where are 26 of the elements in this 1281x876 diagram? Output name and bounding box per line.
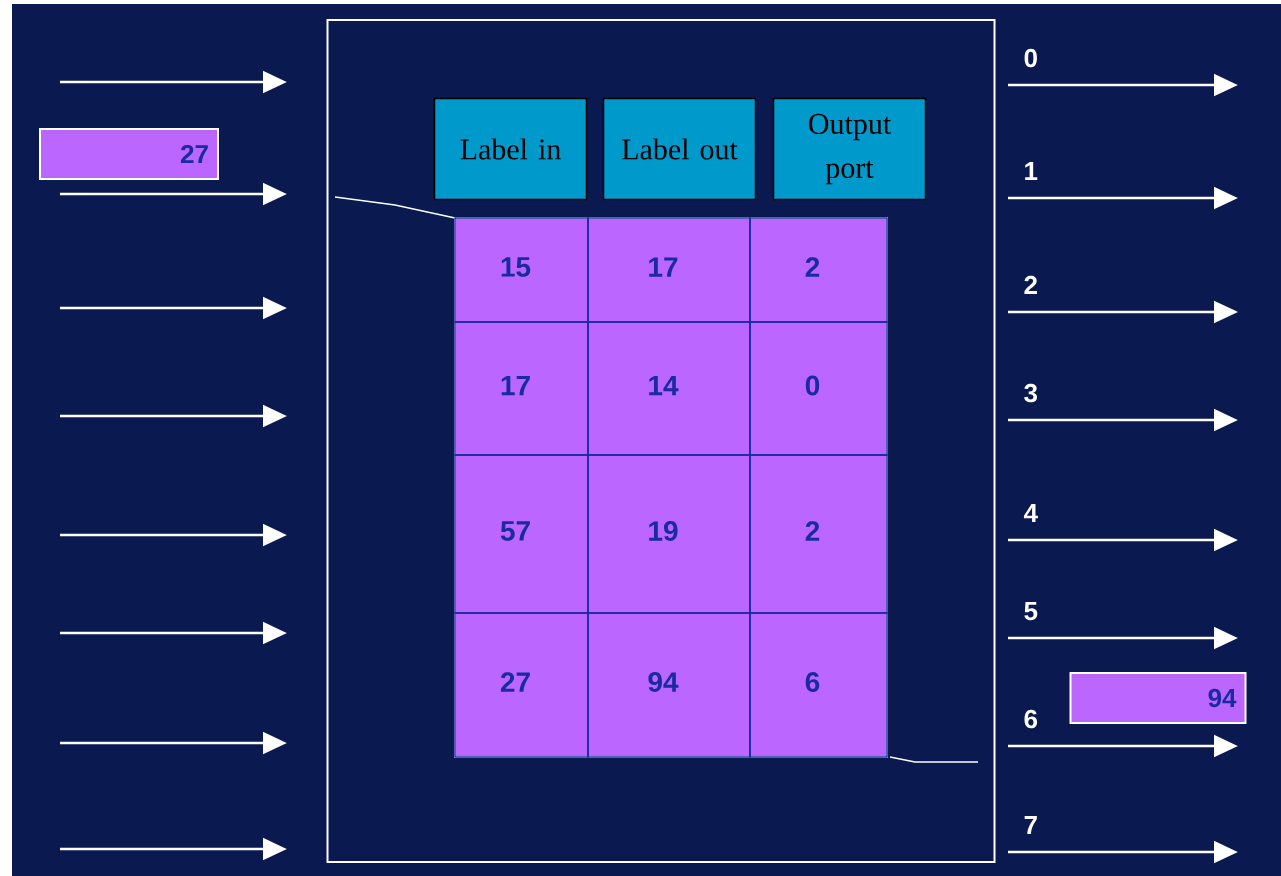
table-cell: 27 <box>500 672 530 692</box>
header-box: Label in <box>433 97 588 201</box>
table-cell: 2 <box>805 257 820 277</box>
port-number: 7 <box>1024 816 1037 834</box>
table-cell: 14 <box>649 375 679 396</box>
table-cell: 19 <box>649 521 678 541</box>
table-cell: 0 <box>805 375 820 396</box>
packet-box: 27 <box>39 128 219 180</box>
table-cell: 2 <box>805 521 820 541</box>
table-cell: 17 <box>649 257 678 277</box>
table-cell: 17 <box>501 375 530 396</box>
port-number: 3 <box>1024 383 1038 403</box>
table-cell: 15 <box>501 257 531 277</box>
port-number: 5 <box>1024 602 1038 621</box>
table-cell: 57 <box>500 521 530 541</box>
table-cell: 94 <box>648 672 679 692</box>
table-cell: 6 <box>805 672 820 692</box>
port-number: 6 <box>1024 709 1038 729</box>
port-number: 4 <box>1023 504 1038 522</box>
header-box: Label out <box>602 97 757 201</box>
switch-box <box>326 19 996 863</box>
packet-box: 94 <box>1069 672 1247 724</box>
header-box: Output port <box>772 97 927 201</box>
port-number: 1 <box>1025 162 1038 180</box>
port-number: 2 <box>1024 275 1037 294</box>
port-number: 0 <box>1024 48 1037 68</box>
